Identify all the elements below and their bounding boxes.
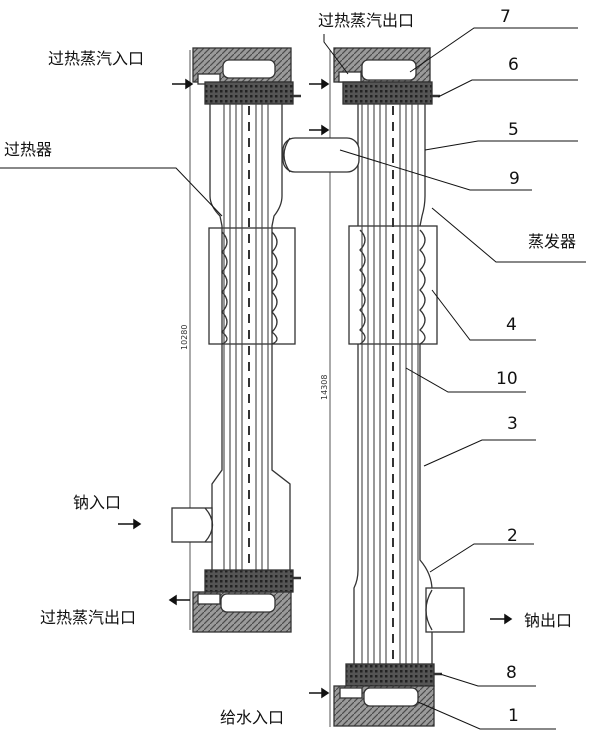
callout-1: 1 bbox=[508, 706, 519, 726]
callout-2: 2 bbox=[507, 526, 518, 546]
superheater-unit bbox=[171, 47, 301, 633]
label-superheated-steam-inlet: 过热蒸汽入口 bbox=[48, 49, 145, 68]
evaporator-tube-bundle bbox=[361, 104, 419, 664]
callout-6: 6 bbox=[508, 55, 519, 75]
superheater-tube-bundle bbox=[223, 104, 269, 570]
superheater-height-dim: 10280 bbox=[180, 325, 189, 350]
superheater-top-tubesheet bbox=[204, 81, 294, 105]
sodium-inlet-nozzle bbox=[171, 507, 213, 543]
callout-5: 5 bbox=[508, 120, 519, 140]
label-feedwater-inlet: 给水入口 bbox=[220, 708, 285, 727]
callout-3: 3 bbox=[507, 414, 518, 434]
label-superheated-steam-outlet-top: 过热蒸汽出口 bbox=[318, 11, 415, 30]
evaporator-unit bbox=[282, 47, 465, 727]
callout-10: 10 bbox=[496, 369, 518, 389]
evaporator-steam-pipe bbox=[282, 137, 360, 173]
callout-4: 4 bbox=[506, 315, 517, 335]
flow-arrows bbox=[118, 78, 513, 699]
callout-7: 7 bbox=[500, 7, 511, 27]
sodium-outlet-nozzle bbox=[425, 587, 465, 633]
evaporator-bottom-tubesheet bbox=[345, 663, 435, 687]
callout-8: 8 bbox=[506, 663, 517, 683]
evaporator-top-tubesheet bbox=[342, 81, 433, 105]
callout-9: 9 bbox=[509, 169, 520, 189]
label-evaporator: 蒸发器 bbox=[528, 232, 577, 251]
label-sodium-inlet: 钠入口 bbox=[73, 493, 122, 512]
evaporator-height-dim: 14308 bbox=[320, 375, 329, 400]
label-superheated-steam-outlet-bottom: 过热蒸汽出口 bbox=[40, 608, 137, 627]
leader-lines bbox=[0, 27, 586, 730]
superheater-bellows bbox=[208, 227, 296, 345]
label-superheater: 过热器 bbox=[4, 140, 53, 159]
label-sodium-outlet: 钠出口 bbox=[524, 611, 573, 630]
superheater-bottom-tubesheet bbox=[204, 569, 294, 593]
